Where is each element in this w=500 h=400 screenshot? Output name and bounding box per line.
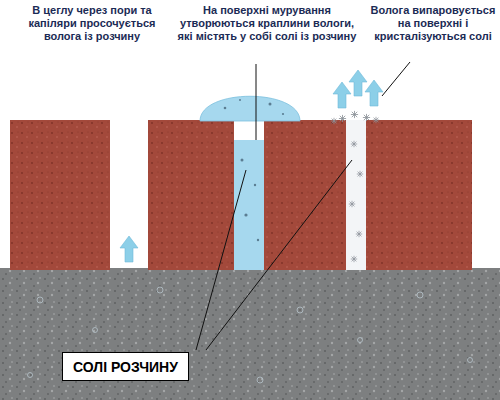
brick	[10, 120, 110, 270]
water-drop	[200, 96, 300, 121]
leader-line	[196, 170, 246, 350]
callout-label: В цеглу через пори та капіляри просочуєт…	[16, 4, 168, 43]
salt-box: СОЛІ РОЗЧИНУ	[62, 352, 189, 381]
mortar-bed	[0, 268, 500, 400]
leader-line	[206, 160, 352, 350]
water-joint	[234, 140, 264, 270]
base-bubbles	[28, 287, 473, 383]
moisture-arrow	[120, 236, 138, 262]
brick	[264, 120, 346, 270]
callout-label: Волога випаровується на поверхні і крист…	[370, 4, 496, 43]
brick	[148, 120, 234, 270]
water-bubbles	[224, 99, 284, 241]
salt-crystals	[331, 111, 379, 262]
evaporation-arrows	[333, 70, 383, 108]
bricks	[10, 120, 472, 270]
leader-line	[382, 62, 410, 96]
callout-label: На поверхні мурування утворюються крапли…	[172, 4, 362, 43]
leader-line	[256, 64, 257, 140]
leader-lines	[196, 62, 410, 350]
brick	[366, 120, 472, 270]
salt-joint	[346, 120, 366, 270]
box-label: СОЛІ РОЗЧИНУ	[73, 359, 178, 376]
